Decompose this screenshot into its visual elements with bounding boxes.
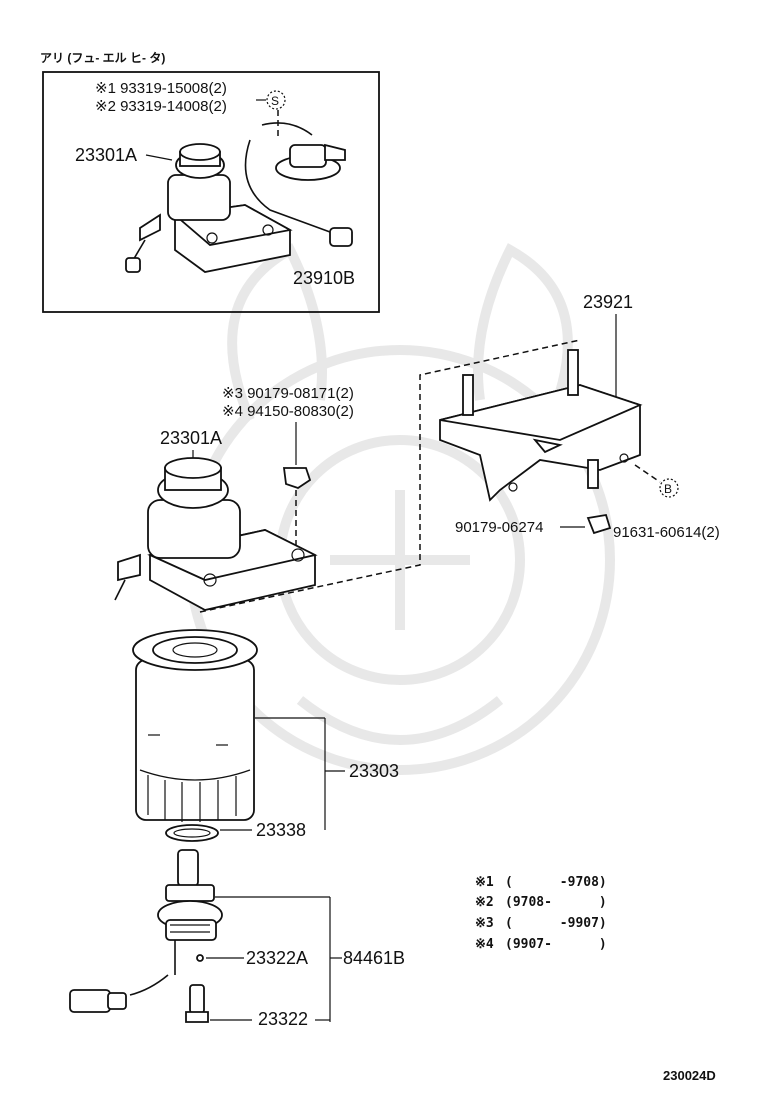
- gasket-inner: [173, 828, 211, 838]
- bracket-23921-drawing: [439, 349, 643, 502]
- head-23301a-label: 23301A: [160, 428, 222, 448]
- nut-90179-06274-label: 90179-06274: [455, 519, 543, 536]
- legend-range-4: (9907- ): [505, 937, 607, 952]
- legend-mark-2: ※2: [475, 895, 494, 910]
- nut-91631-60614-label: 91631-60614(2): [613, 524, 720, 541]
- filter-head-drawing: [114, 457, 318, 611]
- bolt-note-4: ※4 94150-80830(2): [222, 403, 354, 420]
- gasket-23338-label: 23338: [256, 820, 306, 840]
- bolt-note-3: ※3 90179-08171(2): [222, 385, 354, 402]
- ref-circle-s-label: S: [271, 94, 279, 108]
- inset-note-2: ※2 93319-14008(2): [95, 98, 227, 115]
- assy-84461b-label: 84461B: [343, 948, 405, 968]
- inset-leader-23301a: [145, 154, 173, 161]
- legend-mark-4: ※4: [475, 937, 494, 952]
- bracket-23921-label: 23921: [583, 292, 633, 312]
- legend-range-2: (9708- ): [505, 895, 607, 910]
- inset-filter-head-drawing: [125, 143, 293, 273]
- ref-circle-s: [266, 90, 286, 110]
- inset-wire-harness-drawing: [244, 110, 353, 247]
- inset-part-23301a-label: 23301A: [75, 145, 137, 165]
- legend-range-1: ( -9708): [505, 875, 607, 890]
- sensor-assembly-drawing: [69, 849, 223, 1023]
- bracket-ref-leader: [634, 464, 661, 483]
- legend-range-3: ( -9907): [505, 916, 607, 931]
- mount-dash-line: [199, 339, 581, 613]
- ref-circle-b: [659, 478, 679, 498]
- ref-circle-b-label: B: [664, 482, 672, 496]
- legend-mark-1: ※1: [475, 875, 494, 890]
- inset-frame: [42, 71, 380, 313]
- legend-mark-3: ※3: [475, 916, 494, 931]
- gasket-23338-drawing: [165, 824, 219, 842]
- nut-drawing: [586, 513, 612, 535]
- sensor-23322-label: 23322: [258, 1009, 308, 1029]
- diagram-header: アリ (フュ- エル ヒ- タ): [40, 51, 165, 65]
- inset-note-1: ※1 93319-15008(2): [95, 80, 227, 97]
- inset-part-23910b-label: 23910B: [293, 268, 355, 288]
- fuel-filter-23303-drawing: [132, 629, 258, 822]
- diagram-code: 230024D: [663, 1068, 716, 1083]
- date-legend: ※1 ( -9708) ※2 (9708- ) ※3 ( -9907) ※4 (…: [475, 875, 607, 952]
- filter-23303-label: 23303: [349, 761, 399, 781]
- seal-23322a-label: 23322A: [246, 948, 308, 968]
- bolt-nut-drawing: [282, 467, 312, 489]
